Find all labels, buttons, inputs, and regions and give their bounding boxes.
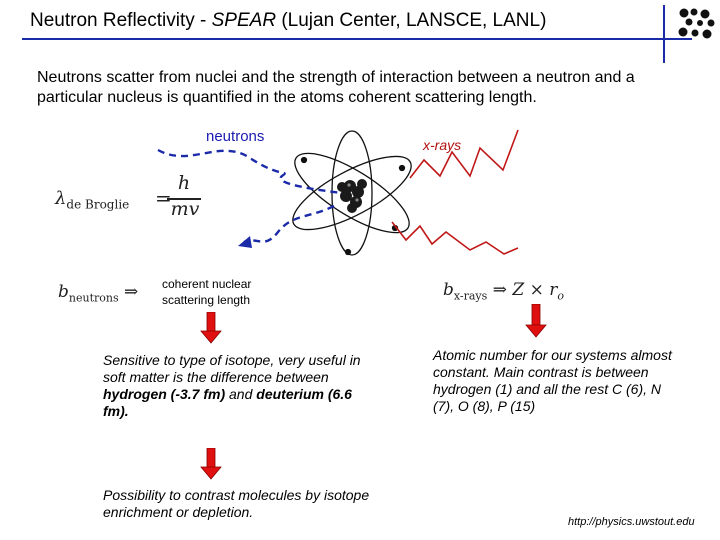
- down-arrow-icon: [200, 312, 222, 344]
- neutrons-label: neutrons: [206, 128, 264, 145]
- xray-description: Atomic number for our systems almost con…: [433, 347, 683, 415]
- down-arrow-icon: [200, 448, 222, 480]
- b-neutrons-formula: bneutrons ⇒: [58, 282, 138, 304]
- coherent-length-note: coherent nuclear scattering length: [162, 276, 282, 308]
- atom-icon: [283, 131, 420, 255]
- b-xrays-formula: bx-rays ⇒ Z × ro: [443, 280, 564, 302]
- debroglie-numerator: h: [173, 172, 195, 194]
- debroglie-lhs: λde Broglie: [55, 188, 129, 212]
- xray-outgoing-path: [392, 222, 518, 254]
- neutron-outgoing-path: [244, 206, 334, 242]
- down-arrow-icon: [525, 304, 547, 338]
- neutron-arrowhead-icon: [238, 236, 252, 248]
- nucleus-icon: [337, 179, 367, 213]
- contrast-description: Possibility to contrast molecules by iso…: [103, 487, 383, 521]
- neutron-description: Sensitive to type of isotope, very usefu…: [103, 352, 373, 420]
- source-url[interactable]: http://physics.uwstout.edu: [568, 516, 695, 528]
- debroglie-denominator: mv: [165, 198, 205, 220]
- xrays-label: x-rays: [423, 137, 461, 153]
